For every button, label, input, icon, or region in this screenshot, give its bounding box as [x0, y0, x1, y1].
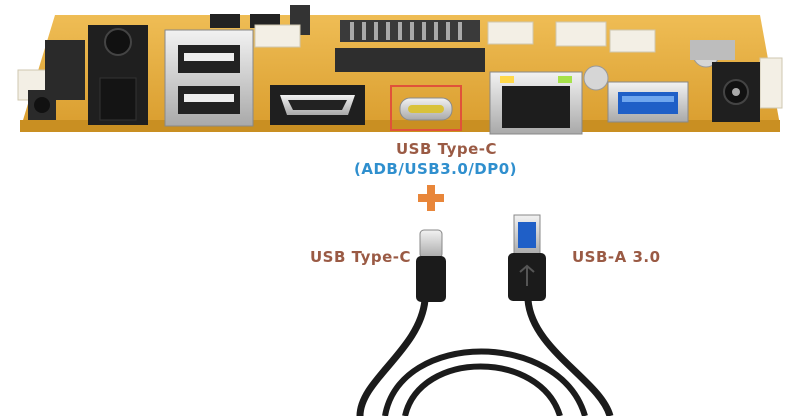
usb-type-c-plug	[416, 229, 446, 302]
ethernet-port	[489, 71, 583, 135]
cable-end-type-c-label: USB Type-C	[310, 248, 412, 266]
usb-a-plug	[508, 214, 546, 301]
board-port-label: USB Type-C	[396, 140, 498, 158]
optical-port	[88, 25, 148, 125]
cable-wire-left	[356, 299, 429, 416]
capacitor	[583, 65, 609, 91]
usb-cable	[356, 214, 614, 416]
circuit-board	[17, 5, 783, 135]
dual-usb-a-port	[164, 29, 254, 127]
cable-wire-right	[524, 299, 614, 416]
highlight-box	[390, 85, 462, 131]
gpio-header	[340, 20, 480, 42]
connector-white	[254, 24, 301, 48]
chip	[335, 48, 485, 72]
component-small	[210, 14, 240, 28]
audio-jack	[28, 90, 56, 120]
usb3-port	[607, 81, 689, 123]
plus-sign	[418, 185, 444, 211]
board-port-modes-label: (ADB/USB3.0/DP0)	[354, 160, 518, 178]
cable-end-usb-a-label: USB-A 3.0	[572, 248, 661, 266]
usb-type-c-port	[399, 97, 453, 121]
hdmi-port	[270, 85, 365, 125]
dc-power-jack	[712, 62, 760, 122]
usb-logo-icon	[519, 264, 535, 286]
